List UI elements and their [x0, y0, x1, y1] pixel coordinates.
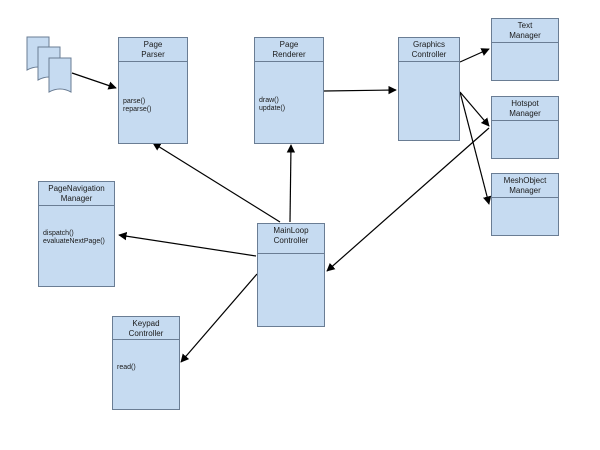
class-name-line1: Text: [517, 21, 533, 30]
class-page-renderer: Page Renderer draw() update(): [254, 37, 324, 144]
class-name-line1: Keypad: [132, 319, 160, 328]
class-header: Page Parser: [119, 38, 187, 62]
class-header: MainLoop Controller: [258, 224, 324, 254]
operation-read: read(): [117, 364, 136, 371]
operations: read(): [113, 340, 179, 372]
class-header: Graphics Controller: [399, 38, 459, 62]
arrow-mainloop-to-parser: [152, 142, 281, 223]
arrow-mainloop-to-pagenavigation: [118, 231, 257, 257]
class-page-parser: Page Parser parse() reparse(): [118, 37, 188, 144]
class-graphics-controller: Graphics Controller: [398, 37, 460, 141]
class-header: Page Renderer: [255, 38, 323, 62]
class-name-line1: Page: [143, 40, 163, 49]
operation-parse: parse(): [123, 98, 146, 105]
arrow-graphics-to-text: [459, 48, 490, 63]
class-name-line2: Manager: [509, 109, 541, 118]
arrow-renderer-to-graphics: [323, 85, 397, 95]
arrow-hotspot-to-mainloop: [326, 127, 490, 272]
class-name-line1: Page: [279, 40, 299, 49]
arrow-mainloop-to-renderer: [286, 144, 296, 223]
class-name-line1: Hotspot: [511, 99, 539, 108]
operation-evaluatenextpage: evaluateNextPage(): [43, 238, 105, 245]
class-mainloop-controller: MainLoop Controller: [257, 223, 325, 327]
arrow-mainloop-to-keypad: [180, 273, 258, 363]
operation-update: update(): [259, 105, 286, 112]
class-header: Text Manager: [492, 19, 558, 43]
class-name-line2: Controller: [273, 236, 309, 245]
class-name-line2: Manager: [60, 194, 93, 203]
class-name-line1: MeshObject: [503, 176, 547, 185]
class-name-line2: Controller: [411, 50, 447, 59]
class-text-manager: Text Manager: [491, 18, 559, 81]
class-name-line2: Controller: [128, 329, 164, 338]
arrow-graphics-to-hotspot: [459, 91, 490, 127]
operation-reparse: reparse(): [123, 106, 152, 113]
arrow-docs-to-parser: [71, 72, 117, 90]
operations: draw() update(): [255, 62, 323, 113]
operations: parse() reparse(): [119, 62, 187, 114]
class-pagenavigation-manager: PageNavigation Manager dispatch() evalua…: [38, 181, 115, 287]
class-name-line1: MainLoop: [273, 226, 309, 235]
document-stack-icon: [26, 36, 72, 93]
class-header: MeshObject Manager: [492, 174, 558, 198]
class-header: PageNavigation Manager: [39, 182, 114, 206]
arrows: [71, 48, 492, 363]
class-name-line1: Graphics: [412, 40, 445, 49]
class-header: Keypad Controller: [113, 317, 179, 340]
operation-dispatch: dispatch(): [43, 230, 74, 237]
class-keypad-controller: Keypad Controller read(): [112, 316, 180, 410]
class-name-line2: Manager: [509, 31, 541, 40]
class-name-line2: Renderer: [272, 50, 306, 59]
class-hotspot-manager: Hotspot Manager: [491, 96, 559, 159]
class-name-line1: PageNavigation: [48, 184, 105, 193]
arrow-graphics-to-meshobject: [459, 91, 492, 205]
class-name-line2: Manager: [509, 186, 541, 195]
operation-draw: draw(): [259, 97, 279, 104]
class-meshobject-manager: MeshObject Manager: [491, 173, 559, 236]
class-header: Hotspot Manager: [492, 97, 558, 121]
operations: dispatch() evaluateNextPage(): [39, 206, 114, 246]
class-name-line2: Parser: [141, 50, 165, 59]
